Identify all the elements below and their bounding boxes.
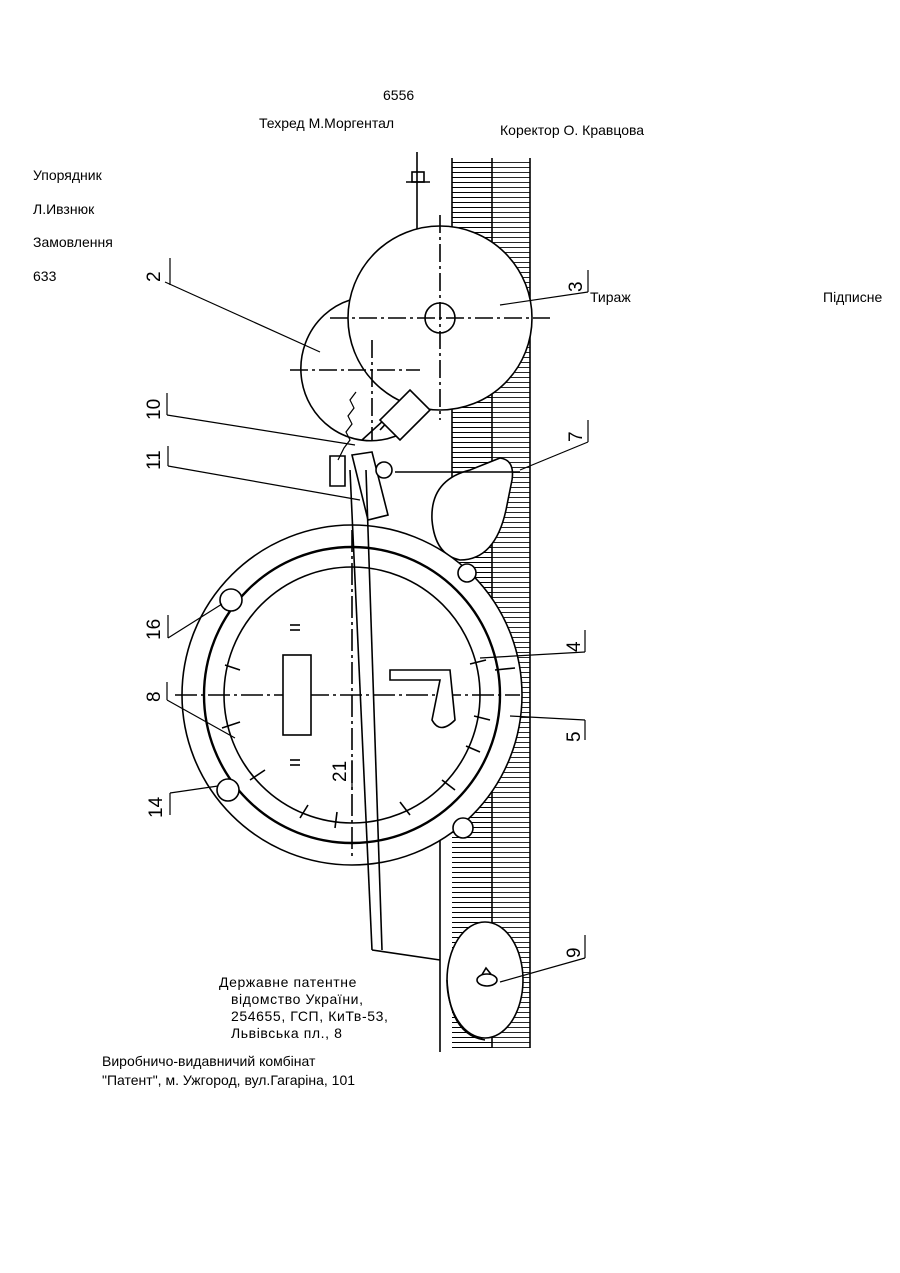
ref-number: 4 bbox=[564, 641, 585, 652]
ref-number: 3 bbox=[566, 281, 587, 292]
ref-number: 16 bbox=[144, 619, 165, 640]
ref-number: 10 bbox=[144, 399, 165, 420]
ref-number: 7 bbox=[566, 431, 587, 442]
ref-number: 2 bbox=[144, 271, 165, 282]
ref-number: 11 bbox=[144, 450, 165, 470]
flag-symbol bbox=[406, 172, 430, 182]
ref-number: 8 bbox=[144, 691, 165, 702]
ref-number: 5 bbox=[564, 731, 585, 742]
ref-number: 9 bbox=[564, 947, 585, 958]
disk-9 bbox=[447, 922, 523, 1040]
ref-number: 14 bbox=[146, 796, 167, 818]
ref-number: 21 bbox=[330, 761, 351, 782]
spring-lever bbox=[330, 390, 430, 520]
